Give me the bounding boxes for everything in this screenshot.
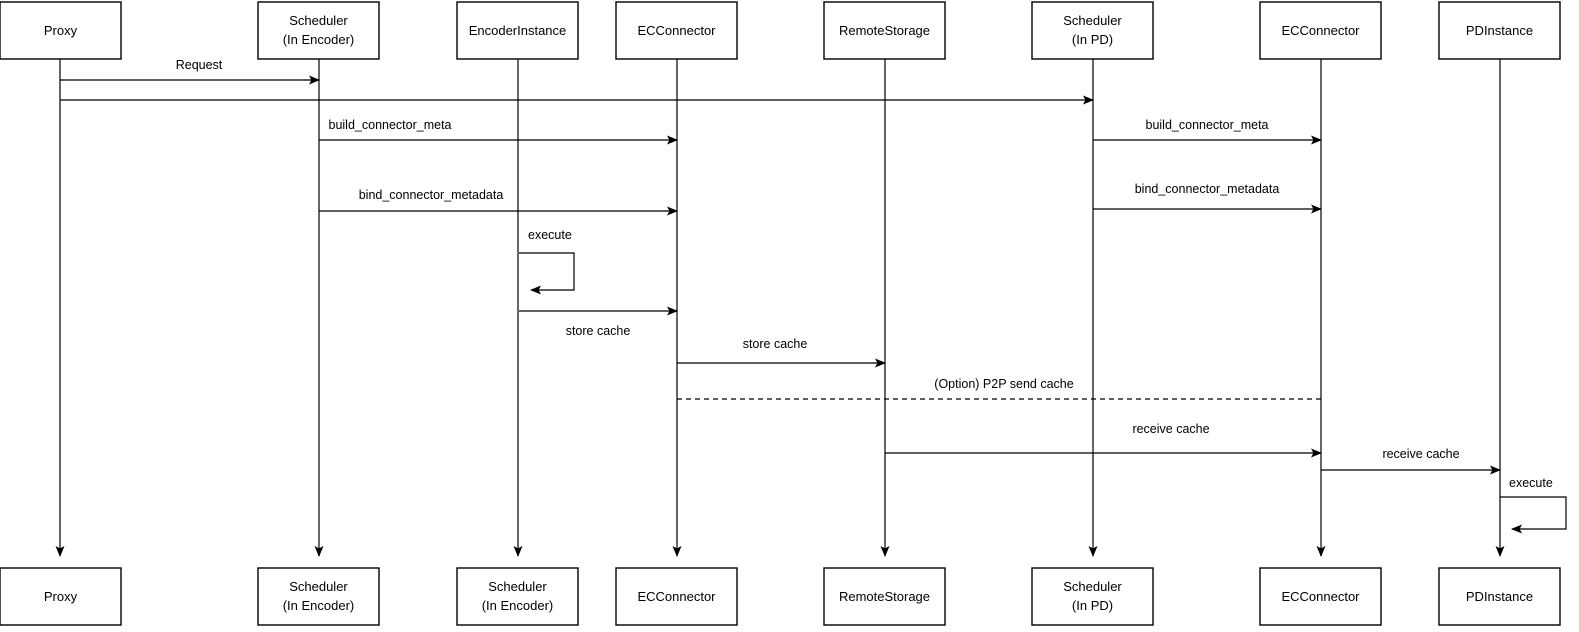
participant-label-line2: (In PD) (1072, 598, 1113, 613)
top-participant-ecconnector-pd[interactable]: ECConnector (1259, 1, 1382, 60)
participant-box (1259, 567, 1382, 626)
message-m7[interactable]: store cache (519, 306, 678, 338)
self-message-path (1500, 496, 1567, 534)
message-m6[interactable]: bind_connector_metadata (1093, 182, 1322, 214)
message-m11[interactable]: receive cache (1321, 447, 1501, 475)
self-message-path (519, 252, 575, 295)
bottom-participant-scheduler-pd[interactable]: Scheduler (In PD) (1031, 567, 1154, 626)
participant-label-line1: ECConnector (637, 589, 716, 604)
bottom-participant-encoder-instance[interactable]: Scheduler (In Encoder) (456, 567, 579, 626)
participant-box (1438, 1, 1561, 60)
top-participant-scheduler-pd[interactable]: Scheduler (In PD) (1031, 1, 1154, 60)
message-m4[interactable]: build_connector_meta (1093, 118, 1322, 145)
participant-label-line1: EncoderInstance (469, 23, 567, 38)
top-participant-ecconnector-encoder[interactable]: ECConnector (615, 1, 738, 60)
participant-box (257, 1, 380, 60)
bottom-participant-pd-instance[interactable]: PDInstance (1438, 567, 1561, 626)
top-participant-pd-instance[interactable]: PDInstance (1438, 1, 1561, 60)
message-m8[interactable]: store cache (677, 337, 886, 368)
message-label: build_connector_meta (329, 118, 452, 132)
self-message-s1[interactable]: execute (519, 228, 575, 295)
message-label: receive cache (1132, 422, 1209, 436)
participant-label-line1: RemoteStorage (839, 589, 930, 604)
self-message-s2[interactable]: execute (1500, 476, 1567, 534)
self-message-label: execute (1509, 476, 1553, 490)
participant-label-line2: (In Encoder) (482, 598, 554, 613)
message-label: store cache (743, 337, 808, 351)
message-label: bind_connector_metadata (359, 188, 504, 202)
participant-label-line1: ECConnector (1281, 589, 1360, 604)
participant-box (1031, 1, 1154, 60)
participant-label-line1: ECConnector (637, 23, 716, 38)
message-label: (Option) P2P send cache (934, 377, 1073, 391)
message-m10[interactable]: receive cache (885, 422, 1322, 458)
participant-label-line1: Scheduler (289, 579, 348, 594)
participant-label-line2: (In Encoder) (283, 32, 355, 47)
participant-box (0, 1, 122, 60)
bottom-participant-remote-storage[interactable]: RemoteStorage (823, 567, 946, 626)
participant-label-line1: PDInstance (1466, 589, 1533, 604)
participant-label-line2: (In PD) (1072, 32, 1113, 47)
message-m1[interactable]: Request (60, 58, 320, 85)
message-m9[interactable]: (Option) P2P send cache (677, 377, 1321, 400)
message-label: build_connector_meta (1146, 118, 1269, 132)
top-participant-scheduler-encoder[interactable]: Scheduler (In Encoder) (257, 1, 380, 60)
participant-box (615, 567, 738, 626)
bottom-participant-scheduler-encoder[interactable]: Scheduler (In Encoder) (257, 567, 380, 626)
participant-box (257, 567, 380, 626)
bottom-participant-proxy[interactable]: Proxy (0, 567, 122, 626)
participant-label-line2: (In Encoder) (283, 598, 355, 613)
message-m3[interactable]: build_connector_meta (319, 118, 678, 145)
lifelines-layer (55, 59, 1505, 557)
participant-label-line1: RemoteStorage (839, 23, 930, 38)
participant-label-line1: ECConnector (1281, 23, 1360, 38)
participant-box (823, 1, 946, 60)
participant-box (1438, 567, 1561, 626)
participant-box (456, 567, 579, 626)
participant-box (1259, 1, 1382, 60)
participant-label-line1: Scheduler (1063, 13, 1122, 28)
participant-box (615, 1, 738, 60)
self-messages-layer: execute execute (519, 228, 1567, 534)
top-participant-proxy[interactable]: Proxy (0, 1, 122, 60)
top-participant-encoder-instance[interactable]: EncoderInstance (456, 1, 579, 60)
participant-box (823, 567, 946, 626)
participant-label-line1: PDInstance (1466, 23, 1533, 38)
bottom-participant-ecconnector-pd[interactable]: ECConnector (1259, 567, 1382, 626)
message-m5[interactable]: bind_connector_metadata (319, 188, 678, 216)
participant-label-line1: Proxy (44, 589, 78, 604)
participant-box (456, 1, 579, 60)
message-label: receive cache (1382, 447, 1459, 461)
participant-box (1031, 567, 1154, 626)
participant-label-line1: Scheduler (289, 13, 348, 28)
message-label: store cache (566, 324, 631, 338)
participant-label-line1: Scheduler (488, 579, 547, 594)
message-label: bind_connector_metadata (1135, 182, 1280, 196)
participant-label-line1: Proxy (44, 23, 78, 38)
participant-box (0, 567, 122, 626)
messages-layer: Request build_connector_meta build_connect… (60, 58, 1501, 475)
self-message-label: execute (528, 228, 572, 242)
message-label: Request (176, 58, 223, 72)
bottom-participant-ecconnector-encoder[interactable]: ECConnector (615, 567, 738, 626)
top-participant-remote-storage[interactable]: RemoteStorage (823, 1, 946, 60)
participant-label-line1: Scheduler (1063, 579, 1122, 594)
